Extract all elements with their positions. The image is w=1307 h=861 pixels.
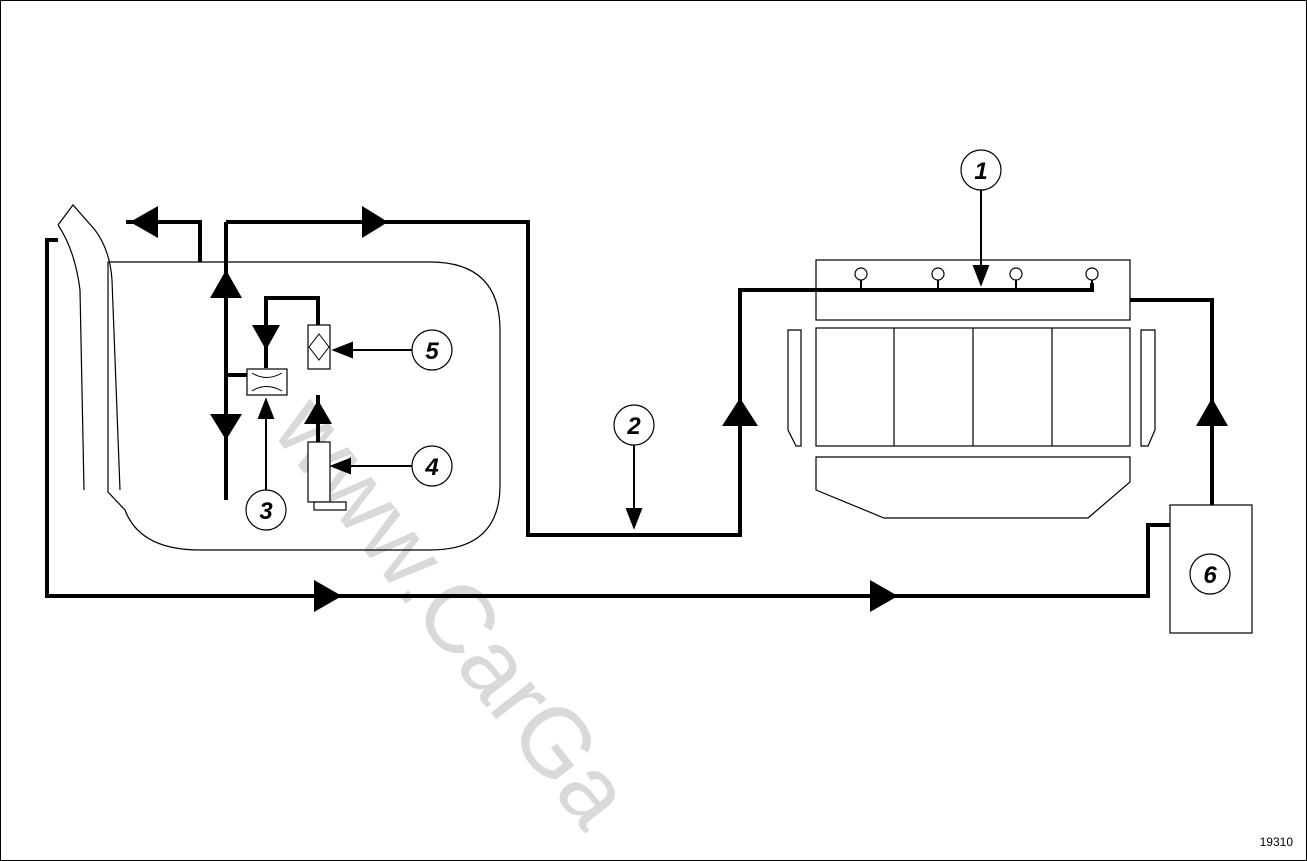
figure-reference: 19310 bbox=[1260, 835, 1294, 849]
jet-pump bbox=[246, 368, 288, 396]
rail-feed-arrow-up bbox=[722, 398, 758, 426]
fuel-tank bbox=[107, 261, 501, 551]
callout-label: 1 bbox=[974, 158, 987, 185]
bottom-arrow-right-2 bbox=[870, 580, 898, 612]
flow-arrows bbox=[130, 206, 1228, 612]
callout-1: 1 bbox=[960, 149, 1002, 191]
callout-4: 4 bbox=[411, 445, 453, 487]
jet-feed-arrow-down bbox=[252, 325, 280, 350]
callout-label: 6 bbox=[1203, 562, 1217, 589]
engine-block bbox=[787, 259, 1156, 519]
callout-label: 4 bbox=[424, 454, 438, 481]
callout-6: 6 bbox=[1189, 553, 1231, 595]
callout-2: 2 bbox=[613, 404, 655, 446]
riser-arrow-up bbox=[210, 270, 242, 298]
leader-lines bbox=[257, 188, 990, 530]
pump-arrow-up bbox=[304, 400, 332, 424]
filler-neck bbox=[57, 204, 121, 491]
jet-out-arrow-down bbox=[210, 414, 242, 440]
fuel-pump bbox=[307, 441, 347, 511]
callout-3: 3 bbox=[245, 489, 287, 531]
supply-arrow-right bbox=[362, 206, 388, 238]
injectors bbox=[854, 267, 1099, 290]
callout-label: 2 bbox=[626, 413, 641, 440]
callout-5: 5 bbox=[411, 329, 453, 371]
callout-label: 3 bbox=[259, 498, 273, 525]
vent-arrow-left bbox=[130, 206, 158, 238]
return-arrow-up bbox=[1196, 398, 1228, 426]
fuel-filter bbox=[307, 324, 331, 370]
callout-label: 5 bbox=[425, 338, 439, 365]
bottom-arrow-right-1 bbox=[314, 580, 342, 612]
